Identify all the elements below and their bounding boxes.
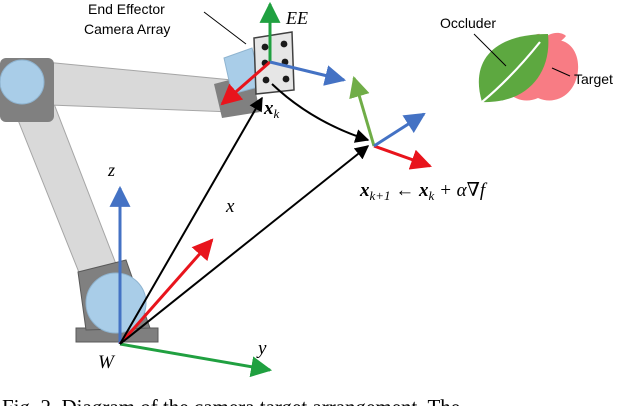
end-effector-pointer — [203, 11, 247, 45]
world-frame-label: W — [98, 352, 116, 373]
update-rhs-sub: k — [429, 188, 435, 203]
world-y-axis — [119, 342, 273, 378]
occluder-leaf — [478, 34, 549, 103]
y-axis-label: y — [256, 338, 267, 359]
update-lhs-sub: k+1 — [370, 188, 391, 203]
next-x-axis — [373, 144, 432, 170]
x-vector-label: x — [225, 196, 235, 217]
ee-y-axis — [269, 60, 347, 86]
occluder-pointer — [473, 33, 507, 67]
next-z-axis — [349, 75, 376, 147]
update-arrow: ← — [391, 180, 420, 201]
occluder-label: Occluder — [440, 15, 496, 31]
end-effector-frame — [220, 1, 347, 106]
target-pointer — [551, 67, 571, 77]
next-pose-frame — [349, 75, 432, 170]
robot-base-joint-cap — [85, 272, 147, 334]
vector-to-end-effector — [119, 96, 263, 345]
update-lhs: x — [359, 180, 370, 201]
z-axis-label: z — [107, 160, 115, 180]
xk-label: xk — [263, 98, 280, 121]
robot-shoulder-joint-cap — [0, 59, 45, 105]
ee-frame-text: EE — [285, 8, 308, 28]
update-rhs: x — [418, 180, 429, 201]
xk-label-sub: k — [274, 106, 280, 121]
figure-caption: Fig. 2. Diagram of the camera target arr… — [2, 395, 460, 406]
world-x-axis — [118, 238, 214, 345]
world-frame — [109, 185, 273, 378]
update-tail: + α∇f — [434, 180, 488, 201]
target-label: Target — [574, 71, 613, 87]
ee-frame-label: EE — [285, 8, 308, 28]
end-effector-label-line2: Camera Array — [84, 21, 170, 37]
next-y-axis — [373, 112, 426, 148]
end-effector-label-line1: End Effector — [88, 1, 165, 17]
update-equation: xk+1 ← xk + α∇f — [359, 180, 488, 203]
robot-upper-link — [23, 59, 233, 113]
ee-x-axis — [220, 60, 271, 106]
vector-to-next-pose — [119, 145, 370, 345]
xk-label-main: x — [263, 98, 274, 119]
update-curve — [271, 83, 370, 143]
